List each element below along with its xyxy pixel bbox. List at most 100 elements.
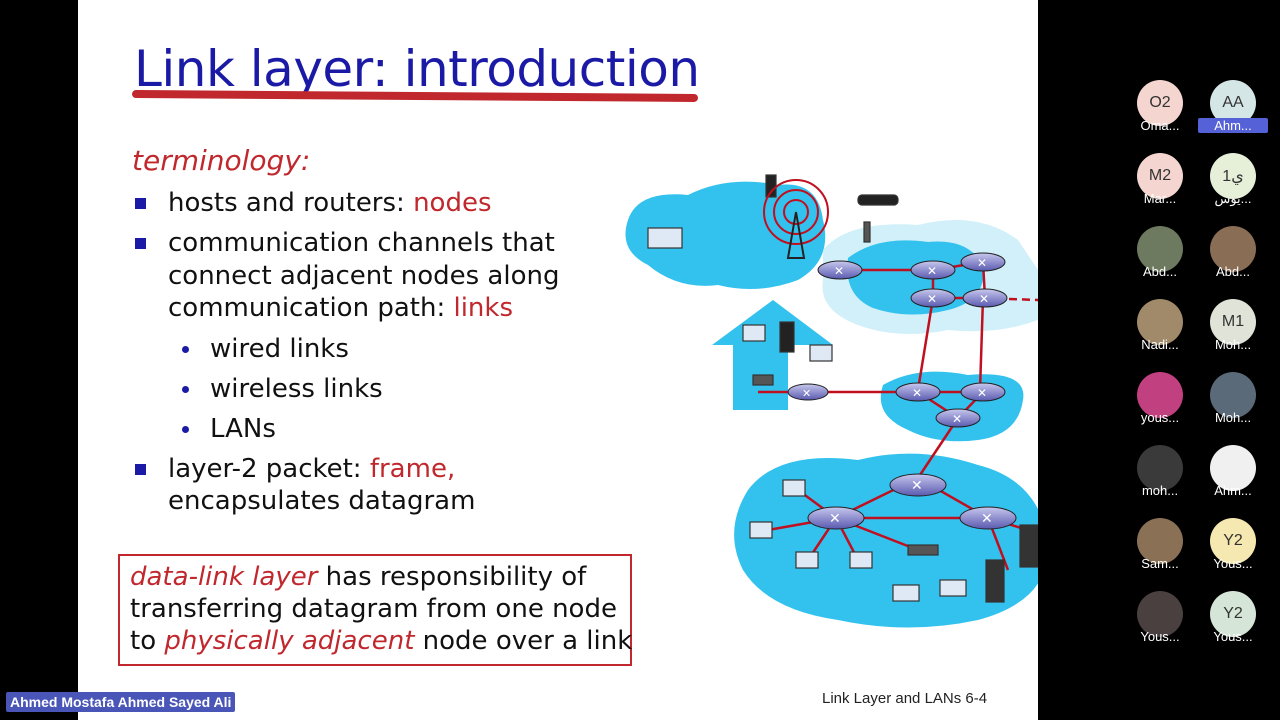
sub-bullet-dot xyxy=(182,386,189,393)
bullet-square xyxy=(135,238,146,249)
svg-text:✕: ✕ xyxy=(927,264,937,278)
slide-footer: Link Layer and LANs 6-4 xyxy=(822,690,988,707)
participant-avatar: Y2 xyxy=(1210,518,1256,564)
network-diagram: ✕ ✕ ✕ ✕ ✕ ✕ ✕ ✕ ✕ ✕ ✕ ✕ xyxy=(625,174,1038,628)
participant-avatar: ي1 xyxy=(1210,153,1256,199)
bullet-square xyxy=(135,464,146,475)
participant-avatar-photo xyxy=(1137,445,1183,491)
participant-avatar-photo xyxy=(1210,226,1256,272)
participant-name: Sam... xyxy=(1141,556,1179,571)
server-icon xyxy=(1019,524,1038,568)
participant-avatar: O2 xyxy=(1137,80,1183,126)
participant-name: Yous... xyxy=(1213,556,1253,571)
routers: ✕ ✕ ✕ ✕ ✕ ✕ ✕ ✕ ✕ ✕ ✕ ✕ xyxy=(787,252,1017,530)
participant-avatar-photo xyxy=(1137,372,1183,418)
participant-name: Abd... xyxy=(1216,264,1250,279)
bullet-text: communication path: xyxy=(168,293,454,323)
participant-tile[interactable]: moh... xyxy=(1125,445,1195,498)
definition-italic: physically adjacent xyxy=(164,626,415,656)
svg-text:✕: ✕ xyxy=(834,264,844,278)
sub-bullet-lans: LANs xyxy=(210,414,276,444)
svg-text:✕: ✕ xyxy=(981,511,993,527)
bullet-line: communication channels that xyxy=(168,228,555,258)
participant-tile[interactable]: Nadi... xyxy=(1125,299,1195,352)
definition-text: node over a link xyxy=(414,626,633,656)
laptop-icon xyxy=(647,227,683,249)
bullet-frame: layer-2 packet: frame, xyxy=(168,454,455,484)
desktop-icon xyxy=(795,551,819,569)
laptop-icon xyxy=(939,579,967,597)
participant-tile[interactable]: Abd... xyxy=(1125,226,1195,279)
participant-tile[interactable]: Yous... xyxy=(1125,591,1195,644)
bullet-line: connect adjacent nodes along xyxy=(168,261,560,291)
participant-name: يوس... xyxy=(1214,191,1252,206)
participant-name: Nadi... xyxy=(1141,337,1179,352)
participant-tile[interactable]: Ahm... xyxy=(1198,445,1268,498)
wifi-router-icon xyxy=(907,544,939,556)
server-icon xyxy=(985,559,1005,603)
svg-text:✕: ✕ xyxy=(979,292,989,306)
bullet-line-links: communication path: links xyxy=(168,293,513,323)
car-icon xyxy=(857,194,899,206)
terminology-label: terminology: xyxy=(132,144,311,177)
participant-name: Yous... xyxy=(1213,629,1253,644)
presenter-name-label: Ahmed Mostafa Ahmed Sayed Ali xyxy=(6,692,236,712)
svg-text:✕: ✕ xyxy=(802,387,811,400)
definition-line-1: data-link layer has responsibility of xyxy=(130,562,586,592)
participant-name: moh... xyxy=(1141,483,1179,498)
participant-avatar-photo xyxy=(1137,518,1183,564)
participant-name: Yous... xyxy=(1140,629,1180,644)
definition-line-2: transferring datagram from one node xyxy=(130,594,617,624)
participant-tile[interactable]: Moh... xyxy=(1198,372,1268,425)
sub-bullet-wired: wired links xyxy=(210,334,349,364)
regional-cloud xyxy=(880,371,1024,442)
participant-tile[interactable]: Abd... xyxy=(1198,226,1268,279)
sub-bullet-dot xyxy=(182,426,189,433)
definition-text: has responsibility of xyxy=(317,562,587,592)
desktop-icon xyxy=(742,324,766,342)
svg-text:✕: ✕ xyxy=(952,412,962,426)
desktop-icon xyxy=(849,551,873,569)
participant-tile[interactable]: yous... xyxy=(1125,372,1195,425)
participant-avatar-photo xyxy=(1137,226,1183,272)
definition-line-3: to physically adjacent node over a link xyxy=(130,626,632,656)
svg-text:✕: ✕ xyxy=(927,292,937,306)
traffic-light-icon xyxy=(863,221,871,243)
participant-name: Oma... xyxy=(1140,118,1180,133)
wifi-router-icon xyxy=(752,374,774,386)
definition-term: data-link layer xyxy=(130,562,318,592)
bullet-highlight: nodes xyxy=(413,188,492,218)
bullet-text: layer-2 packet: xyxy=(168,454,370,484)
svg-text:✕: ✕ xyxy=(829,511,841,527)
svg-text:✕: ✕ xyxy=(912,386,922,400)
links xyxy=(758,260,1038,571)
bullet-highlight: links xyxy=(453,293,513,323)
bullet-square xyxy=(135,198,146,209)
participant-avatar-photo xyxy=(1137,299,1183,345)
bullet-highlight: frame, xyxy=(369,454,456,484)
participant-name: Moh... xyxy=(1214,410,1252,425)
participant-avatar-photo xyxy=(1210,445,1256,491)
participant-name: Abd... xyxy=(1143,264,1177,279)
slide-title: Link layer: introduction xyxy=(134,40,700,98)
participant-name: yous... xyxy=(1140,410,1180,425)
participant-avatar: M2 xyxy=(1137,153,1183,199)
laptop-icon xyxy=(892,584,920,602)
svg-text:✕: ✕ xyxy=(977,386,987,400)
participant-name: Moh... xyxy=(1214,337,1252,352)
participant-avatar: M1 xyxy=(1210,299,1256,345)
bullet-line: encapsulates datagram xyxy=(168,486,476,516)
phone-icon xyxy=(765,174,777,198)
participant-name: Ahm... xyxy=(1198,118,1268,133)
mobile-network-cloud xyxy=(625,181,826,289)
slide: Link layer: introduction terminology: ho… xyxy=(78,0,1038,720)
desktop-icon xyxy=(782,479,806,497)
participant-tile[interactable]: Sam... xyxy=(1125,518,1195,571)
